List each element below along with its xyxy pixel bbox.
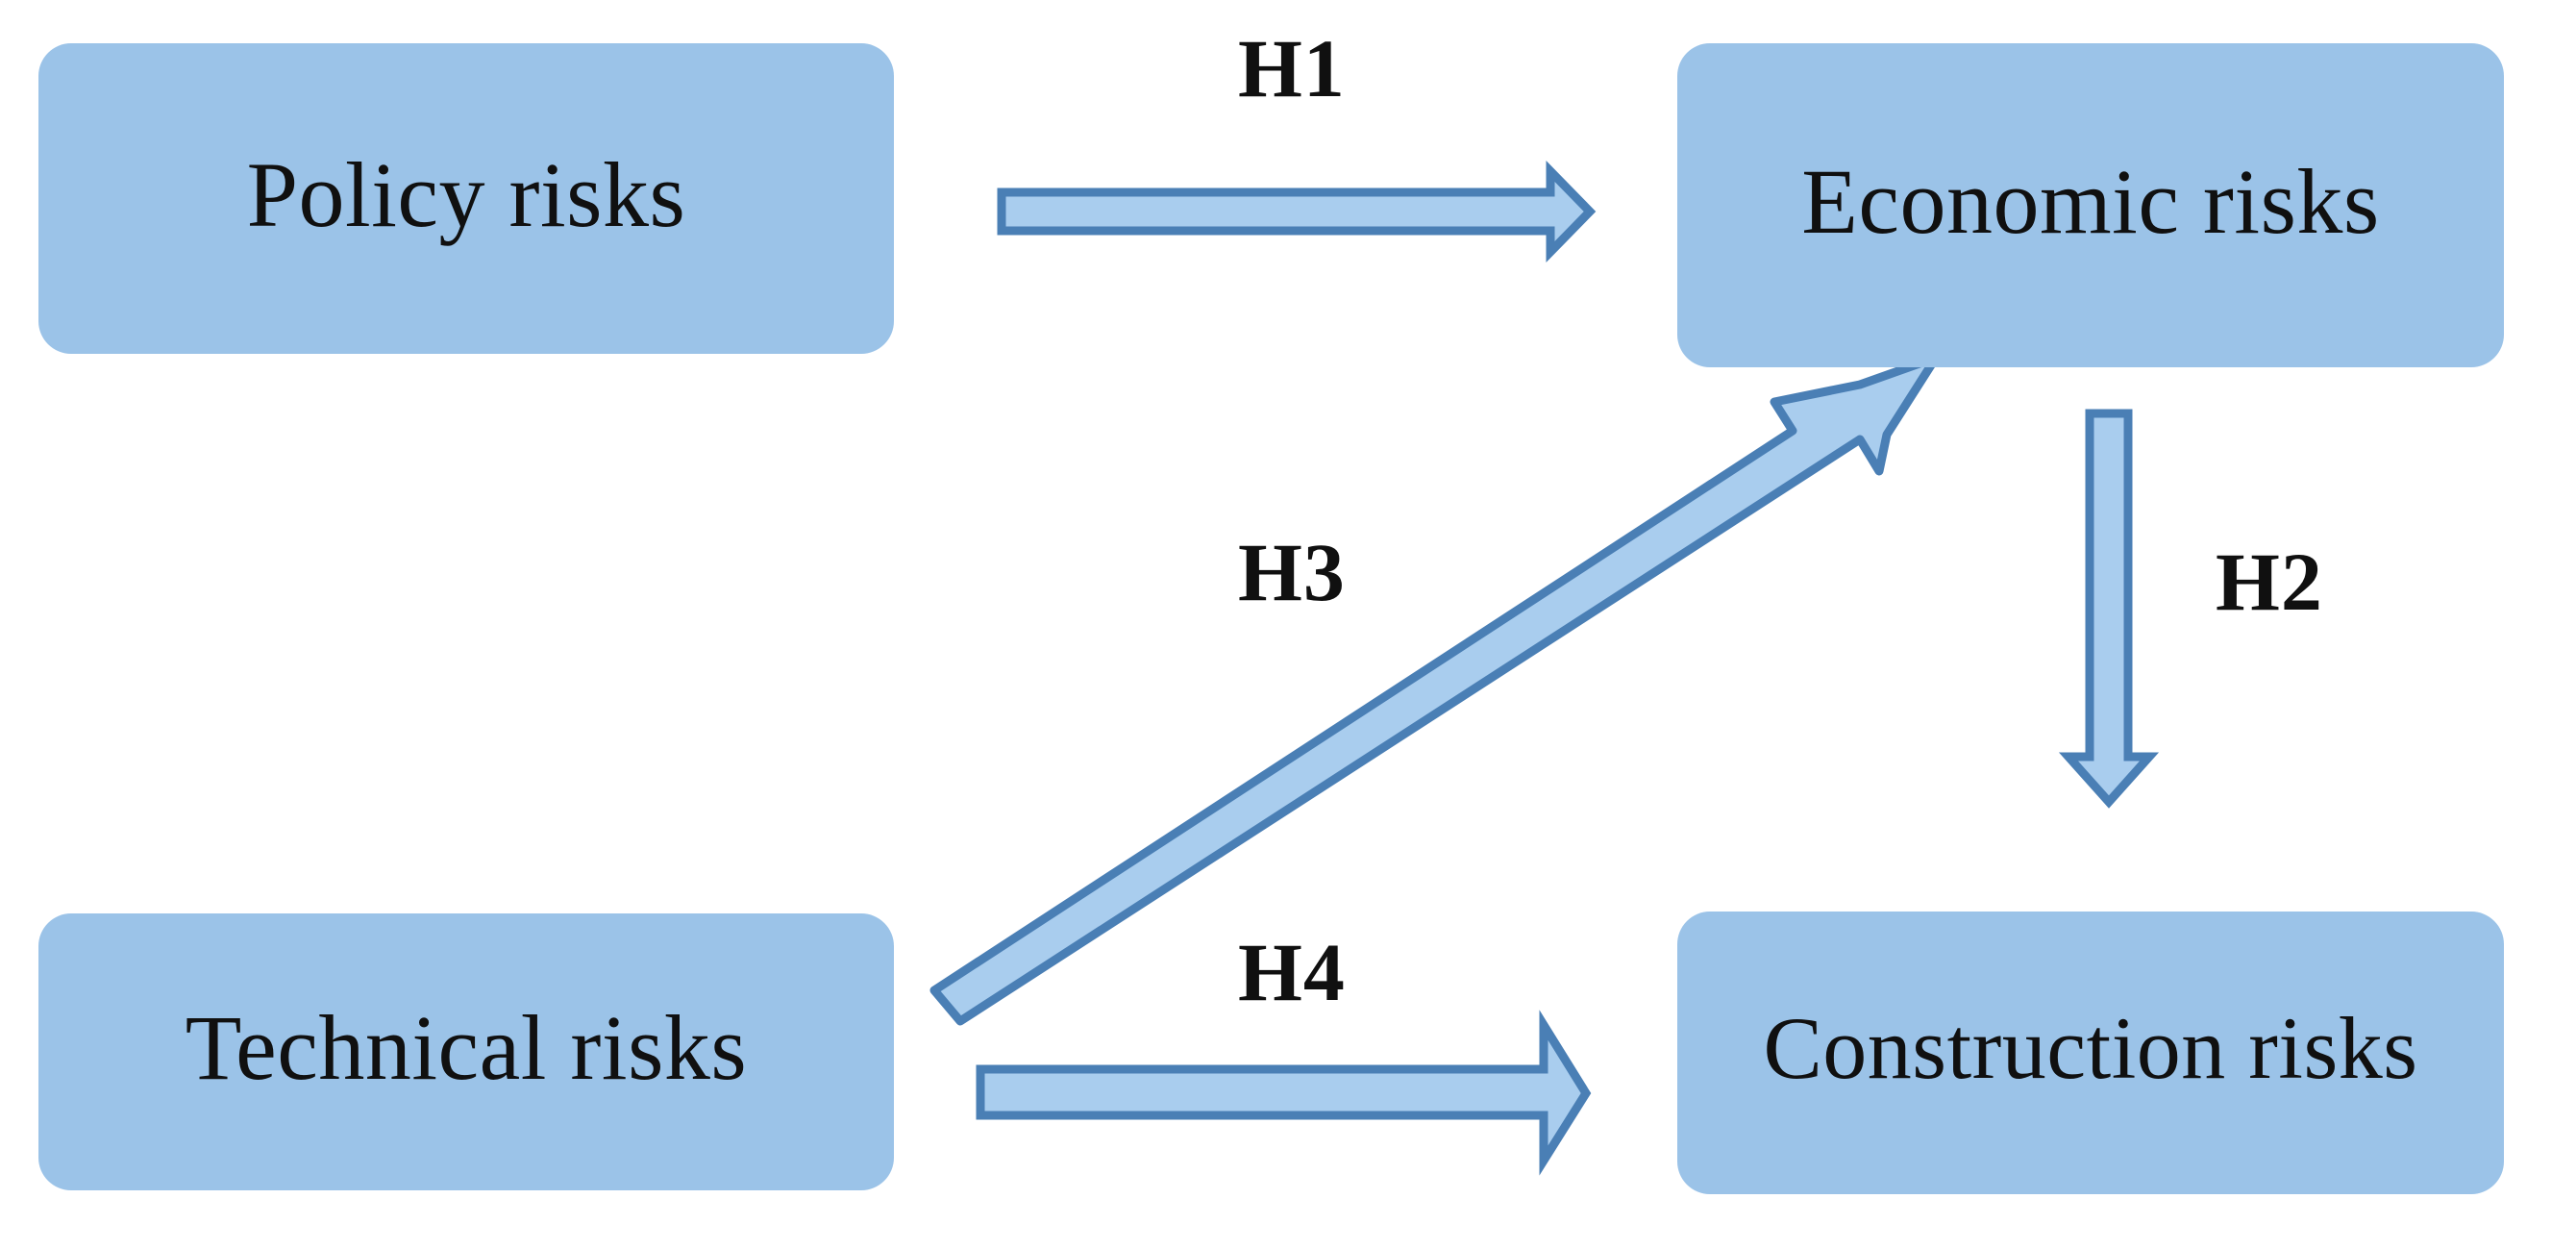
arrow-h2[interactable]	[2058, 409, 2160, 809]
arrow-h4[interactable]	[976, 1010, 1592, 1176]
edge-label-h1: H1	[1238, 22, 1346, 114]
edge-label-h4: H4	[1238, 926, 1346, 1018]
node-economic-risks-label: Economic risks	[1801, 149, 2380, 253]
edge-label-h2: H2	[2216, 536, 2323, 628]
node-policy-risks[interactable]: Policy risks	[38, 43, 894, 354]
node-construction-risks-label: Construction risks	[1763, 999, 2418, 1098]
node-policy-risks-label: Policy risks	[246, 142, 686, 246]
node-technical-risks-label: Technical risks	[185, 996, 748, 1100]
edge-label-h3: H3	[1238, 526, 1346, 618]
node-technical-risks[interactable]: Technical risks	[38, 913, 894, 1190]
arrow-h3-shape[interactable]	[929, 353, 1941, 1026]
arrow-h1[interactable]	[997, 160, 1597, 263]
node-economic-risks[interactable]: Economic risks	[1677, 43, 2504, 367]
node-construction-risks[interactable]: Construction risks	[1677, 912, 2504, 1194]
